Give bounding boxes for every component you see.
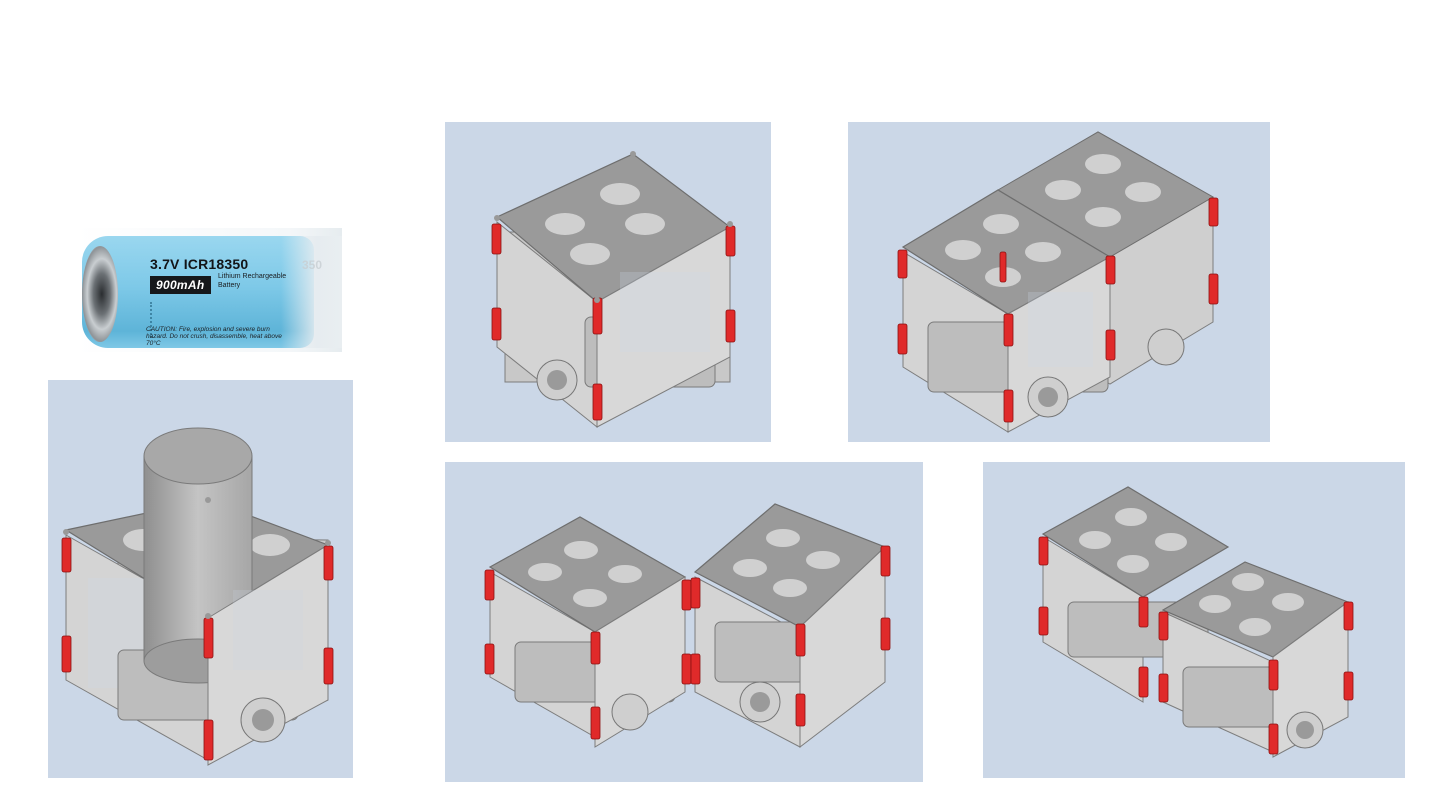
battery-terminal-cap	[82, 246, 118, 342]
battery-ghost-text: 350	[302, 258, 323, 272]
single-module-render	[491, 151, 736, 429]
battery-caution-label: CAUTION: Fire, explosion and severe burn…	[146, 326, 282, 347]
battery-type-label: Lithium Rechargeable Battery	[218, 273, 287, 289]
two-modules-side-render	[484, 503, 891, 749]
panel-single-module-with-battery	[48, 380, 353, 778]
two-modules-offset-render	[1038, 486, 1354, 758]
battery-photo: 3.7V ICR18350 900mAh Lithium Rechargeabl…	[76, 228, 342, 352]
two-modules-stacked-render	[897, 131, 1219, 433]
panel-two-modules-side-by-side	[445, 462, 923, 782]
battery-capacity-label: 900mAh	[150, 276, 211, 294]
panel-two-modules-offset	[983, 462, 1405, 778]
panel-two-modules-stacked-side	[848, 122, 1270, 442]
battery-fade	[281, 236, 342, 348]
module-with-battery-render	[61, 427, 334, 766]
battery-voltage-label: 3.7V ICR18350	[150, 256, 249, 272]
battery-pattern	[150, 302, 162, 338]
panel-single-module	[445, 122, 771, 442]
